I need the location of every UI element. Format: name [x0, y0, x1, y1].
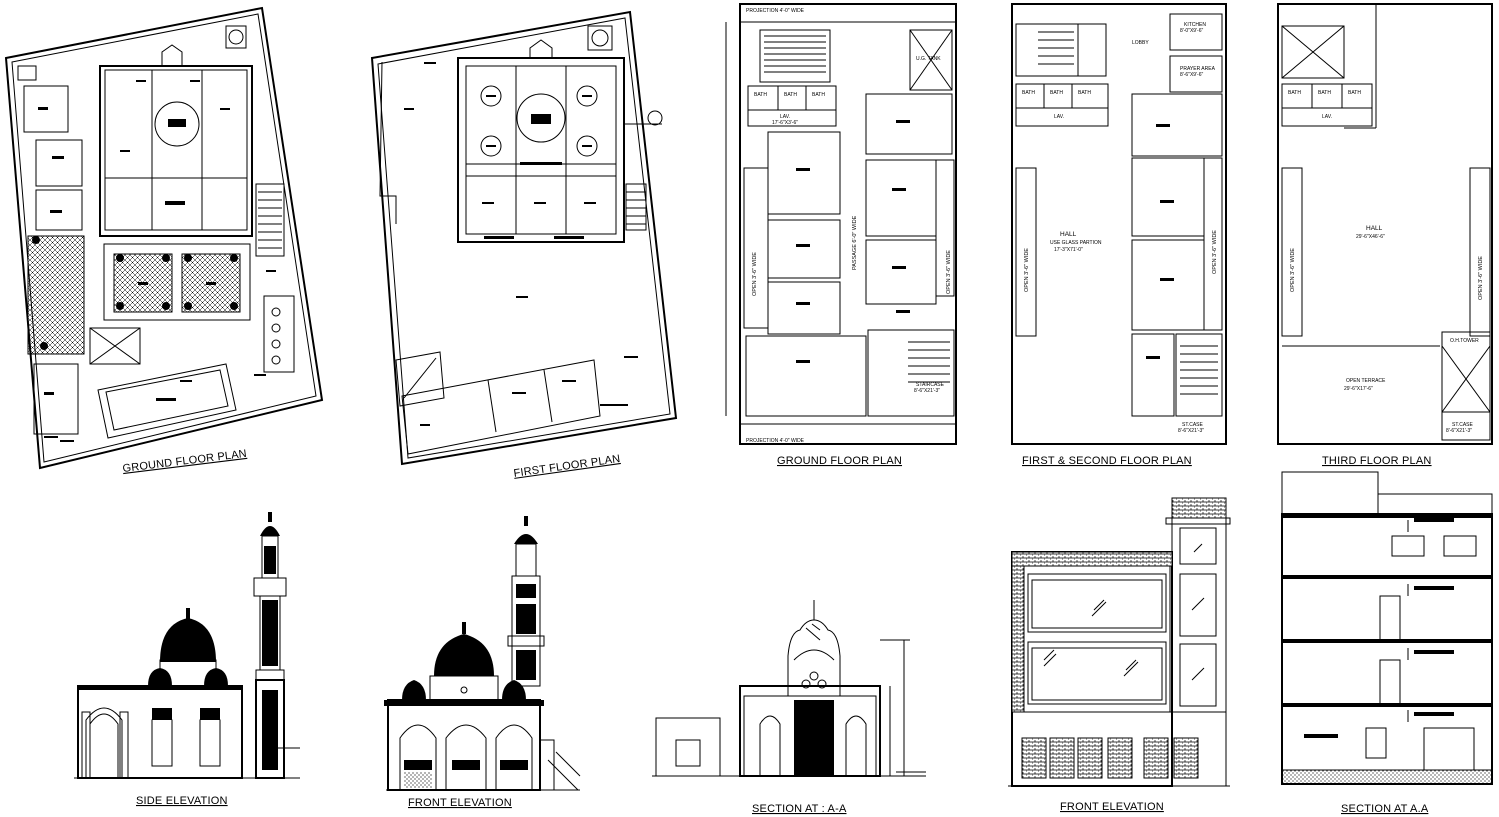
title-section-aa-mosque: SECTION AT : A-A: [752, 803, 847, 815]
staircase-size: 8'-6"X21'-3": [914, 388, 940, 394]
hall-note: USE GLASS PARTION: [1050, 240, 1102, 246]
bath-label-1: BATH: [754, 92, 767, 98]
lavatory-label-2: LAV.: [1054, 114, 1064, 120]
open-terrace-size: 29'-6"X17'-6": [1344, 386, 1373, 392]
building-ground-floor-plan: PROJECTION 4'-0" WIDE PROJECTION 4'-0" W…: [725, 3, 957, 467]
title-front-elevation-building: FRONT ELEVATION: [1060, 801, 1164, 813]
title-third-floor-plan: THIRD FLOOR PLAN: [1322, 455, 1432, 467]
staircase-label: STAIRCASE: [916, 382, 945, 388]
prayer-area-size: 8'-6"X9'-6": [1180, 72, 1203, 78]
hall-third-label: HALL: [1366, 225, 1383, 232]
side-elevation: SIDE ELEVATION: [74, 512, 300, 807]
open-left-label-3: OPEN 3'-6" WIDE: [1290, 248, 1296, 292]
hall-size: 17'-3"X71'-0": [1054, 247, 1083, 253]
title-side-elevation: SIDE ELEVATION: [136, 795, 228, 807]
projection-top-label: PROJECTION 4'-0" WIDE: [746, 8, 805, 14]
lavatory-label-3: LAV.: [1322, 114, 1332, 120]
oh-tower-label: O.H.TOWER: [1450, 338, 1479, 344]
title-ground-floor-plan-building: GROUND FLOOR PLAN: [777, 455, 902, 467]
mosque-first-floor-plan: FIRST FLOOR PLAN: [370, 10, 678, 480]
prayer-area-label: PRAYER AREA: [1180, 66, 1216, 72]
hall-label: HALL: [1060, 231, 1077, 238]
lobby-label: LOBBY: [1132, 40, 1149, 46]
bath-label-9: BATH: [1348, 90, 1361, 96]
mosque-section-aa: SECTION AT : A-A: [652, 600, 926, 815]
stcase-label-2: ST.CASE: [1452, 422, 1474, 428]
stcase-size: 8'-6"X21'-3": [1178, 428, 1204, 434]
title-front-elevation-mosque: FRONT ELEVATION: [408, 797, 512, 809]
kitchen-label: KITCHEN: [1184, 22, 1206, 28]
bath-label-4: BATH: [1022, 90, 1035, 96]
ug-tank-label: U.G. TANK: [916, 56, 941, 62]
passage-label: PASSAGE 6'-0" WIDE: [852, 215, 858, 270]
mosque-ground-floor-plan: GROUND FLOOR PLAN: [4, 6, 324, 475]
projection-bottom-label: PROJECTION 4'-0" WIDE: [746, 438, 805, 444]
open-right-label: OPEN 3'-6" WIDE: [946, 250, 952, 294]
building-section-aa: SECTION AT A.A: [1281, 471, 1493, 815]
bath-label-8: BATH: [1318, 90, 1331, 96]
title-first-floor-plan-mosque: FIRST FLOOR PLAN: [513, 453, 621, 480]
bath-label-6: BATH: [1078, 90, 1091, 96]
open-terrace-label: OPEN TERRACE: [1346, 378, 1386, 384]
third-floor-plan: BATH BATH BATH LAV. OPEN 3'-6" WIDE OPEN…: [1277, 3, 1493, 467]
building-front-elevation: FRONT ELEVATION: [1008, 497, 1231, 813]
kitchen-size: 8'-0"X9'-6": [1180, 28, 1203, 34]
open-right-label-3: OPEN 3'-6" WIDE: [1478, 256, 1484, 300]
title-section-aa-building: SECTION AT A.A: [1341, 803, 1429, 815]
bath-label-5: BATH: [1050, 90, 1063, 96]
open-left-label-2: OPEN 3'-6" WIDE: [1024, 248, 1030, 292]
stcase-size-2: 8'-6"X21'-3": [1446, 428, 1472, 434]
first-second-floor-plan: KITCHEN 8'-0"X9'-6" PRAYER AREA 8'-6"X9'…: [1011, 3, 1227, 467]
title-ground-floor-plan-mosque: GROUND FLOOR PLAN: [122, 448, 248, 475]
lavatory-label: LAV.: [780, 114, 790, 120]
open-right-label-2: OPEN 3'-6" WIDE: [1212, 230, 1218, 274]
stcase-label: ST.CASE: [1182, 422, 1204, 428]
title-first-second-floor-plan: FIRST & SECOND FLOOR PLAN: [1022, 455, 1192, 467]
lavatory-size: 17'-6"X3'-6": [772, 120, 798, 126]
bath-label-3: BATH: [812, 92, 825, 98]
open-left-label: OPEN 3'-6" WIDE: [752, 252, 758, 296]
mosque-front-elevation: FRONT ELEVATION: [384, 516, 581, 809]
bath-label-7: BATH: [1288, 90, 1301, 96]
hall-third-size: 29'-6"X46'-6": [1356, 234, 1385, 240]
bath-label-2: BATH: [784, 92, 797, 98]
